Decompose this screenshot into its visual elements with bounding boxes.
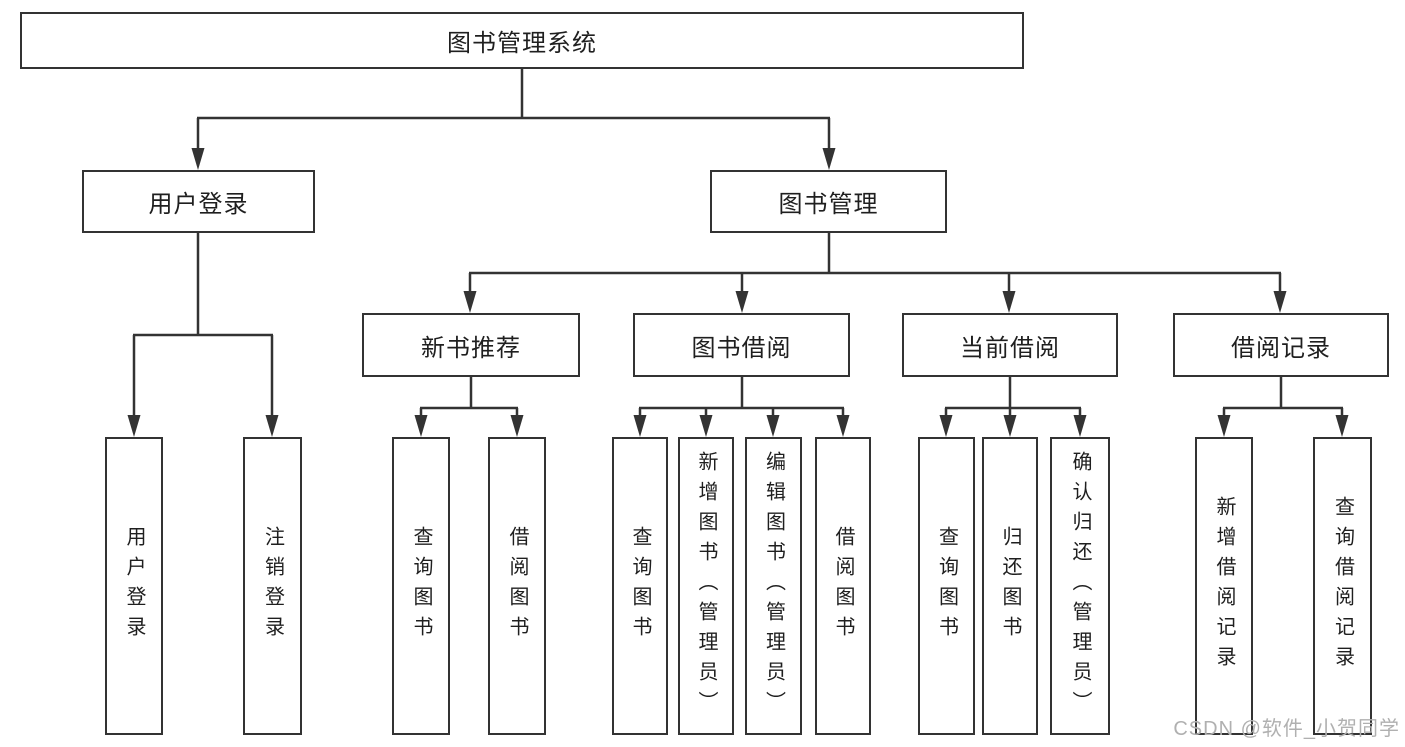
leaf-label: 注销登录 <box>261 526 284 646</box>
arrowhead <box>1217 415 1231 437</box>
leaf-label: 查询图书 <box>629 526 651 646</box>
node-label: 用户登录 <box>148 191 249 218</box>
csdn-watermark: CSDN @软件_小贺同学 <box>1173 718 1400 740</box>
node-user-login: 用户登录 <box>82 170 315 233</box>
connector-root-to-level2 <box>196 68 831 152</box>
leaf-label: 编辑图书（管理员） <box>762 451 785 721</box>
arrowhead <box>1003 415 1017 437</box>
arrowhead <box>766 415 780 437</box>
leaf-user-login: 用户登录 <box>105 437 163 735</box>
leaf-label: 新增借阅记录 <box>1213 496 1235 676</box>
leaf-borrow-book-1: 借阅图书 <box>488 437 546 735</box>
leaf-label: 用户登录 <box>123 526 145 646</box>
arrowhead <box>510 415 524 437</box>
leaf-return-book: 归还图书 <box>982 437 1038 735</box>
node-library-management-system: 图书管理系统 <box>20 12 1024 69</box>
arrowhead <box>1335 415 1349 437</box>
leaf-label: 确认归还（管理员） <box>1069 451 1091 721</box>
leaf-label: 借阅图书 <box>506 526 528 646</box>
arrowhead <box>822 148 836 170</box>
leaf-label: 借阅图书 <box>832 526 854 646</box>
arrowhead <box>699 415 713 437</box>
connector-current-borrow-children <box>944 377 1082 420</box>
arrowhead <box>939 415 953 437</box>
leaf-query-book-3: 查询图书 <box>918 437 975 735</box>
arrowhead <box>1273 291 1287 313</box>
connector-user-login-children <box>132 233 274 420</box>
connector-borrow-record-children <box>1222 377 1344 420</box>
arrowhead <box>836 415 850 437</box>
leaf-query-book-2: 查询图书 <box>612 437 668 735</box>
leaf-confirm-return-admin: 确认归还（管理员） <box>1050 437 1110 735</box>
node-label: 图书借阅 <box>691 334 792 362</box>
leaf-query-book-1: 查询图书 <box>392 437 450 735</box>
node-new-book-recommend: 新书推荐 <box>362 313 580 377</box>
arrowhead <box>735 291 749 313</box>
leaf-label: 查询图书 <box>410 526 432 646</box>
leaf-label: 新增图书（管理员） <box>695 451 717 721</box>
arrowhead <box>265 415 279 437</box>
arrowhead <box>414 415 428 437</box>
leaf-add-book-admin: 新增图书（管理员） <box>678 437 734 735</box>
leaf-label: 查询借阅记录 <box>1331 496 1354 676</box>
arrowhead <box>1073 415 1087 437</box>
leaf-label: 归还图书 <box>999 526 1021 646</box>
node-label: 图书管理系统 <box>447 30 597 57</box>
leaf-logout: 注销登录 <box>243 437 302 735</box>
connector-book-management-children <box>468 233 1282 296</box>
leaf-borrow-book-2: 借阅图书 <box>815 437 871 735</box>
arrowhead <box>1002 291 1016 313</box>
node-label: 图书管理 <box>778 191 879 218</box>
node-label: 当前借阅 <box>960 334 1060 362</box>
node-book-management: 图书管理 <box>710 170 947 233</box>
arrowhead <box>463 291 477 313</box>
node-book-borrow: 图书借阅 <box>633 313 850 377</box>
leaf-label: 查询图书 <box>935 526 958 646</box>
arrowhead <box>191 148 205 170</box>
arrowhead <box>633 415 647 437</box>
arrowhead <box>127 415 141 437</box>
leaf-query-borrow-record: 查询借阅记录 <box>1313 437 1372 735</box>
leaf-edit-book-admin: 编辑图书（管理员） <box>745 437 802 735</box>
leaf-add-borrow-record: 新增借阅记录 <box>1195 437 1253 735</box>
node-borrow-record: 借阅记录 <box>1173 313 1389 377</box>
node-label: 借阅记录 <box>1231 334 1331 362</box>
node-label: 新书推荐 <box>421 334 521 362</box>
connector-book-borrow-children <box>638 377 845 420</box>
node-current-borrow: 当前借阅 <box>902 313 1118 377</box>
connector-new-book-children <box>419 377 519 420</box>
